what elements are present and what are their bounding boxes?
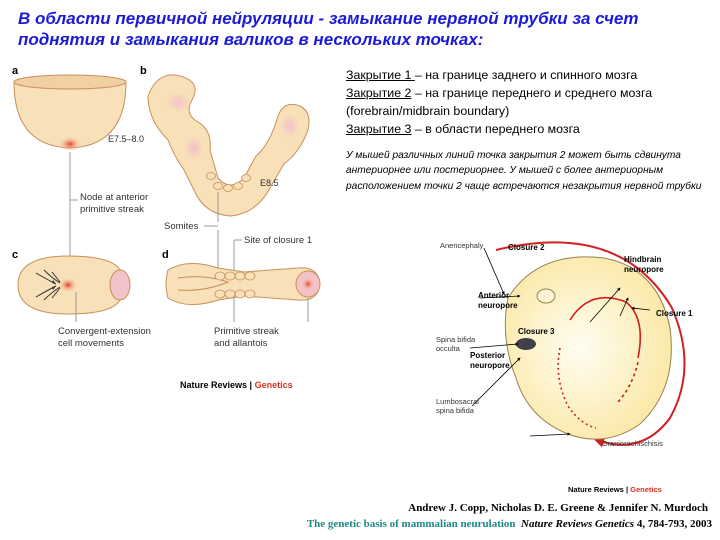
reference-journal: Nature Reviews Genetics bbox=[521, 518, 634, 530]
panel-d-letter: d bbox=[162, 249, 169, 261]
reference-citation: The genetic basis of mammalian neurulati… bbox=[307, 518, 712, 530]
anterior-label-line2: neuropore bbox=[478, 301, 518, 310]
posterior-label-line2: neuropore bbox=[470, 361, 510, 370]
closure2-label: Closure 2 bbox=[508, 243, 545, 252]
stage-label-a: E7.5–8.0 bbox=[108, 134, 144, 144]
convergent-label-line1: Convergent-extension bbox=[58, 326, 151, 337]
closure-1-label: Закрытие 1 bbox=[346, 68, 415, 82]
reference-volume: 4, 784-793, 2003 bbox=[634, 518, 712, 530]
hindbrain-label-line1: Hindbrain bbox=[624, 255, 661, 264]
credit-right-section: Genetics bbox=[630, 485, 662, 494]
somites-label: Somites bbox=[164, 221, 199, 232]
closure-list: Закрытие 1 – на границе заднего и спинно… bbox=[346, 66, 716, 138]
panel-c-embryo bbox=[18, 256, 130, 314]
primitive-streak-label-line2: and allantois bbox=[214, 338, 268, 349]
closure-1-text: – на границе заднего и спинного мозга bbox=[415, 68, 637, 82]
reference-authors: Andrew J. Copp, Nicholas D. E. Greene & … bbox=[408, 502, 708, 514]
credit-left-separator: | bbox=[247, 380, 255, 390]
mouse-strain-note: У мышей различных линий точка закрытия 2… bbox=[346, 148, 706, 194]
hindbrain-label-line2: neuropore bbox=[624, 265, 664, 274]
panel-c-letter: c bbox=[12, 249, 18, 261]
primitive-streak-label-line1: Primitive streak bbox=[214, 326, 279, 337]
closure-2-label: Закрытие 2 bbox=[346, 86, 411, 100]
node-label-line1: Node at anterior bbox=[80, 192, 148, 203]
node-label-line2: primitive streak bbox=[80, 204, 144, 215]
closure-3-line: Закрытие 3 – в области переднего мозга bbox=[346, 120, 716, 138]
closure1-label: Closure 1 bbox=[656, 309, 693, 318]
lumbosacral-label-line2: spina bifida bbox=[436, 406, 475, 415]
spina-bifida-occulta-line2: occulta bbox=[436, 344, 461, 353]
credit-right-journal: Nature Reviews bbox=[568, 485, 624, 494]
credit-left-journal: Nature Reviews bbox=[180, 380, 247, 390]
anterior-label-line1: Anterior bbox=[478, 291, 509, 300]
slide-title: В области первичной нейруляции - замыкан… bbox=[18, 8, 708, 50]
svg-text:Nature Reviews | Genetics: Nature Reviews | Genetics bbox=[568, 485, 662, 494]
convergent-label-line2: cell movements bbox=[58, 338, 124, 349]
closure-3-label: Закрытие 3 bbox=[346, 122, 411, 136]
spina-bifida-occulta-line1: Spina bifida bbox=[436, 335, 476, 344]
craniorachischisis-label: Craniorachischisis bbox=[602, 439, 663, 448]
svg-text:Nature Reviews | Genetics: Nature Reviews | Genetics bbox=[180, 380, 293, 390]
panel-d-embryo bbox=[166, 263, 320, 304]
credit-left-section: Genetics bbox=[255, 380, 293, 390]
panel-b-embryo bbox=[148, 75, 309, 216]
panel-a-letter: a bbox=[12, 65, 19, 77]
site-closure-label: Site of closure 1 bbox=[244, 235, 312, 246]
closure-2-line: Закрытие 2 – на границе переднего и сред… bbox=[346, 84, 716, 120]
closure-3-text: – в области переднего мозга bbox=[411, 122, 579, 136]
closure-1-line: Закрытие 1 – на границе заднего и спинно… bbox=[346, 66, 716, 84]
reference-article-title: The genetic basis of mammalian neurulati… bbox=[307, 518, 516, 530]
closure3-label: Closure 3 bbox=[518, 327, 555, 336]
neurulation-figure-right: Anencephaly Closure 2 Hindbrain neuropor… bbox=[420, 228, 712, 500]
anencephaly-label: Anencephaly bbox=[440, 241, 484, 250]
panel-b-letter: b bbox=[140, 65, 147, 77]
posterior-label-line1: Posterior bbox=[470, 351, 505, 360]
lumbosacral-label-line1: Lumbosacral bbox=[436, 397, 479, 406]
stage-label-b: E8.5 bbox=[260, 178, 279, 188]
neurulation-figure-left: a b c d E7.5–8.0 E8.5 Node at anterior p… bbox=[8, 60, 338, 400]
